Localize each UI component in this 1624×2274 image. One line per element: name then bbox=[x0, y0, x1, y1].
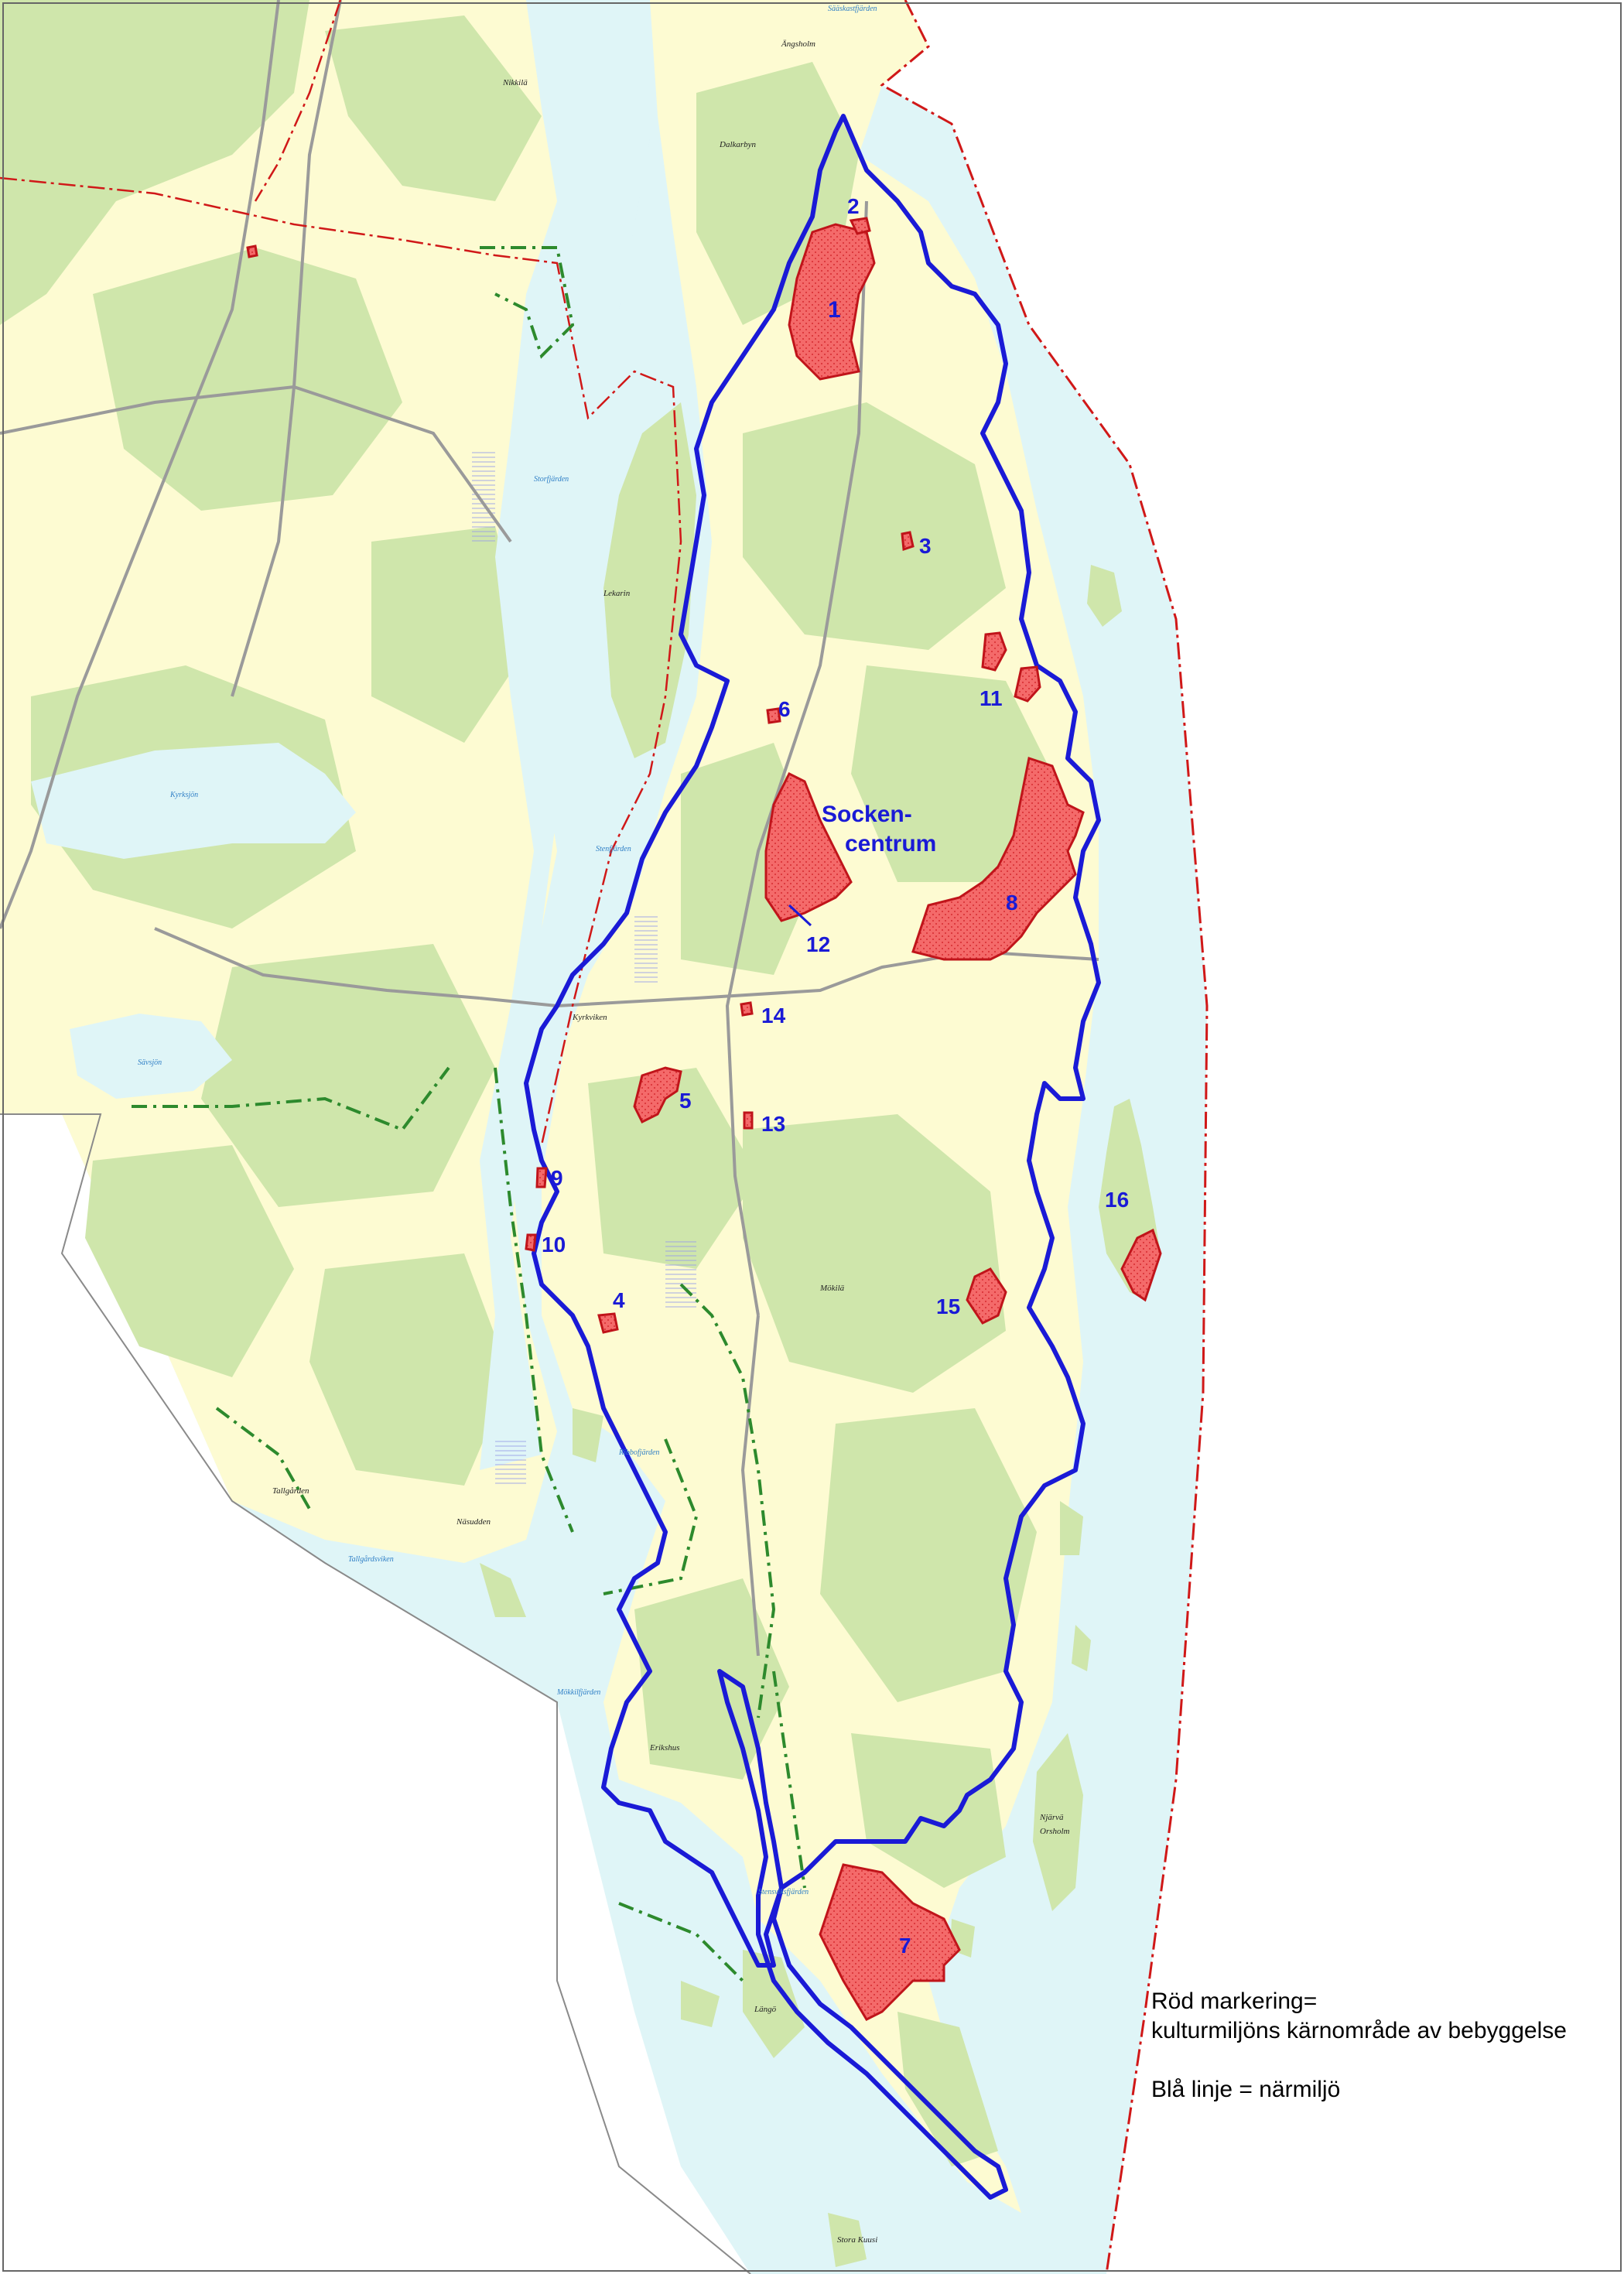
area-label-12: 12 bbox=[806, 932, 830, 956]
green-trails bbox=[132, 246, 806, 1982]
area-label-3: 3 bbox=[919, 534, 932, 558]
water-labels: Sääskastfjärden Storfjärden Kyrksjön Säv… bbox=[138, 5, 877, 1896]
place-mokila: Mökilä bbox=[819, 1284, 845, 1293]
strait-island bbox=[603, 402, 696, 758]
area-label-14: 14 bbox=[761, 1004, 786, 1028]
area-label-10: 10 bbox=[542, 1233, 566, 1257]
core-area-13 bbox=[743, 1111, 754, 1130]
core-area-2 bbox=[849, 217, 871, 235]
area-label-7: 7 bbox=[899, 1934, 911, 1958]
narmiljo-line bbox=[524, 114, 1101, 2200]
area-label-2: 2 bbox=[847, 194, 860, 218]
place-stora-kuusi: Stora Kuusi bbox=[837, 2235, 877, 2245]
core-area-11 bbox=[981, 631, 1007, 672]
municipality-border bbox=[880, 0, 1209, 2274]
water-channel: Ribbofjärden bbox=[618, 1448, 659, 1457]
area-label-15: 15 bbox=[936, 1294, 960, 1318]
place-njarva: Njärvä bbox=[1039, 1813, 1064, 1822]
core-area-small-nw bbox=[246, 244, 258, 258]
legend-red-desc: kulturmiljöns kärnområde av bebyggelse bbox=[1151, 2018, 1567, 2043]
internal-border bbox=[0, 176, 682, 1146]
area-label-4: 4 bbox=[613, 1288, 625, 1312]
socken-label-line1: Socken- bbox=[822, 802, 912, 827]
water-west-lake: Kyrksjön bbox=[169, 791, 198, 799]
place-oraholm: Orsholm bbox=[1040, 1827, 1070, 1836]
area-label-1: 1 bbox=[828, 297, 841, 323]
lake-kyrksjon bbox=[31, 743, 356, 859]
core-area-6 bbox=[766, 707, 781, 724]
core-area-8 bbox=[911, 757, 1085, 961]
place-nasudden: Näsudden bbox=[456, 1517, 491, 1527]
strait bbox=[480, 0, 665, 1470]
place-angsholm: Ängsholm bbox=[781, 39, 815, 49]
core-area-10 bbox=[525, 1233, 537, 1252]
area-label-11: 11 bbox=[980, 686, 1003, 710]
roads bbox=[0, 0, 1099, 1657]
core-area-11b bbox=[1014, 665, 1041, 703]
area-label-9: 9 bbox=[551, 1166, 563, 1190]
area-label-8: 8 bbox=[1006, 891, 1018, 915]
place-dalkarbyn: Dalkarbyn bbox=[719, 140, 757, 149]
place-kyrkviken: Kyrkviken bbox=[572, 1013, 607, 1022]
water-north-fjard: Sääskastfjärden bbox=[828, 5, 877, 13]
core-area-7 bbox=[819, 1863, 961, 2021]
place-laxgar: Längö bbox=[754, 2005, 777, 2014]
place-erikshus: Erikshus bbox=[649, 1743, 680, 1753]
core-area-12 bbox=[764, 771, 853, 922]
place-tallgarden: Tallgården bbox=[272, 1486, 309, 1496]
water-mid-fjard: Storfjärden bbox=[534, 475, 569, 484]
core-area-15 bbox=[966, 1267, 1007, 1325]
area-label-6: 6 bbox=[778, 697, 791, 721]
core-area-16 bbox=[1120, 1228, 1162, 1302]
core-area-5 bbox=[633, 1066, 682, 1124]
core-area-3 bbox=[901, 531, 915, 552]
area-label-16: 16 bbox=[1105, 1188, 1129, 1212]
place-labels: Ängsholm Nikkilä Dalkarbyn Lekarin Kyrkv… bbox=[272, 39, 1070, 2245]
mainland-forest bbox=[0, 0, 542, 1486]
legend-red-title: Röd markering= bbox=[1151, 1988, 1317, 2014]
core-areas bbox=[246, 217, 1162, 2021]
water-small-lake: Sävsjön bbox=[138, 1058, 162, 1067]
outer-edge bbox=[0, 1113, 751, 2274]
place-nikkila: Nikkilä bbox=[502, 78, 528, 87]
core-area-4 bbox=[597, 1312, 619, 1334]
area-labels: 1 2 3 4 5 6 7 8 9 10 11 12 13 14 15 16 bbox=[542, 194, 1129, 1958]
peninsula-forest bbox=[588, 62, 1068, 2166]
place-lekarin: Lekarin bbox=[603, 589, 631, 598]
leader-12 bbox=[788, 904, 812, 927]
area-label-13: 13 bbox=[761, 1112, 785, 1136]
socken-label-line2: centrum bbox=[845, 831, 936, 857]
water-tallgards: Tallgårdsviken bbox=[348, 1555, 394, 1564]
legend: Röd markering= kulturmiljöns kärnområde … bbox=[1151, 1988, 1567, 2102]
core-area-14 bbox=[740, 1001, 754, 1017]
water-inlet: Stensviksfjärden bbox=[758, 1888, 809, 1896]
water-south-fjard: Mökkilfjärden bbox=[556, 1688, 600, 1697]
water-sund: Stenfjärden bbox=[596, 845, 631, 853]
legend-blue-desc: Blå linje = närmiljö bbox=[1151, 2077, 1340, 2102]
core-area-9 bbox=[535, 1167, 548, 1188]
area-label-5: 5 bbox=[679, 1089, 692, 1113]
lake-small bbox=[70, 1014, 232, 1099]
small-islands bbox=[480, 565, 1122, 2267]
